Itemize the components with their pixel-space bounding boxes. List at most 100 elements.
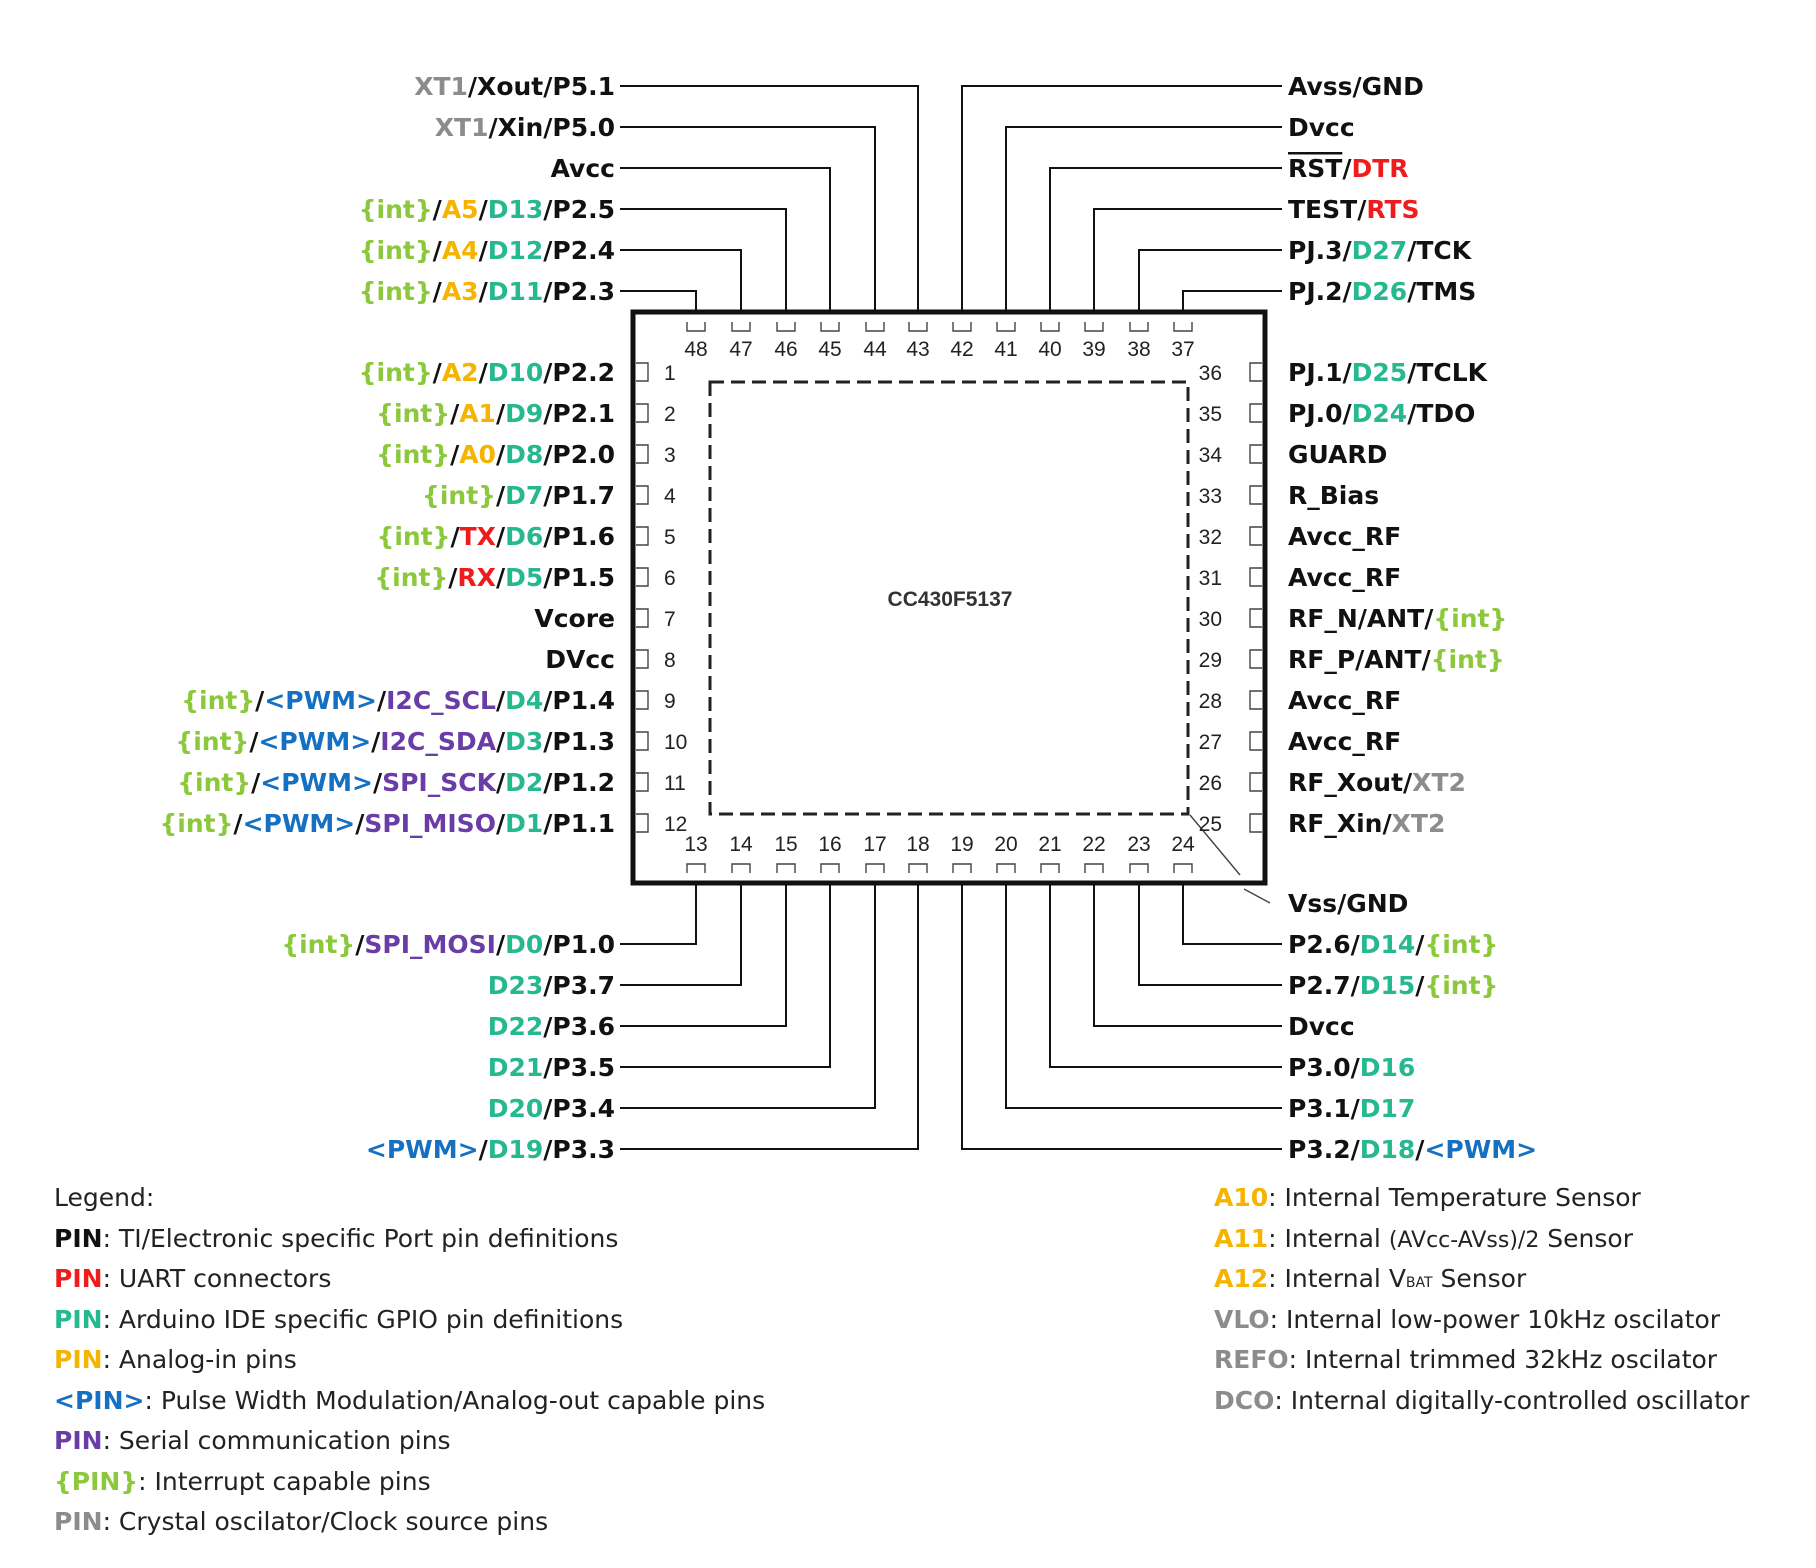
pin-number-28: 28 [1199,690,1222,713]
pin-pad-8 [636,649,649,669]
legend-refo: REFO: Internal trimmed 32kHz oscilator [1214,1340,1749,1381]
pin-number-30: 30 [1199,608,1222,631]
legend-item: {PIN}: Interrupt capable pins [54,1462,765,1503]
legend-a11: A11: Internal (AVcc-AVss)/2 Sensor [1214,1219,1749,1260]
pin-pad-47 [731,322,751,332]
pin-label-34: GUARD [1288,440,1387,469]
pin-number-7: 7 [664,608,676,631]
pin-pad-11 [636,772,649,792]
pin-pad-5 [636,526,649,546]
pin-label-33: R_Bias [1288,481,1379,510]
legend-item-text: : Crystal oscilator/Clock source pins [102,1507,549,1536]
pin-pad-23 [1129,863,1149,873]
lead-20 [1005,883,1282,1109]
pin-number-29: 29 [1199,649,1222,672]
pin-label-14: D23/P3.7 [488,971,615,1000]
pin-number-37: 37 [1171,338,1194,361]
pin-number-39: 39 [1082,338,1105,361]
pin-number-22: 22 [1082,833,1105,856]
lead-19 [961,883,1282,1150]
pin-number-35: 35 [1199,403,1222,426]
pin-number-47: 47 [729,338,752,361]
pin-label-8: DVcc [545,645,615,674]
legend-a11-pre: : Internal [1268,1223,1389,1253]
pin-number-11: 11 [664,772,686,795]
pin-number-16: 16 [818,833,841,856]
lead-39 [1093,208,1282,312]
legend-a10: A10: Internal Temperature Sensor [1214,1178,1749,1219]
pin-number-4: 4 [664,485,676,508]
pin-number-18: 18 [906,833,929,856]
legend-item: PIN: UART connectors [54,1259,765,1300]
pin-pad-45 [820,322,840,332]
lead-41 [1005,126,1282,312]
pin-pad-35 [1249,403,1262,423]
pin-number-25: 25 [1199,813,1222,836]
legend-item: PIN: Serial communication pins [54,1421,765,1462]
lead-47 [620,249,742,312]
pin-label-16: D21/P3.5 [488,1053,615,1082]
chip-body [630,309,1268,886]
legend-item: PIN: Analog-in pins [54,1340,765,1381]
lead-14 [620,883,742,986]
pin-label-22: Dvcc [1288,1012,1355,1041]
pin-number-24: 24 [1171,833,1195,856]
legend-item-key: {PIN} [54,1466,139,1496]
pin-label-44: XT1/Xin/P5.0 [435,113,615,142]
legend-item-key: PIN [54,1345,103,1374]
lead-44 [620,126,876,312]
pin-number-5: 5 [664,526,676,549]
pin-label-30: RF_N/ANT/{int} [1288,604,1507,633]
pin-label-27: Avcc_RF [1288,727,1401,756]
pin-pad-43 [908,322,928,332]
pin-pad-26 [1249,772,1262,792]
pin-number-23: 23 [1127,833,1150,856]
chip-die-outline [708,380,1190,816]
pin-label-36: PJ.1/D25/TCLK [1288,358,1489,387]
lead-16 [620,883,831,1068]
legend-item-text: : Serial communication pins [102,1426,451,1455]
lead-23 [1138,883,1282,986]
legend-item-key: PIN [54,1507,103,1536]
lead-24 [1182,883,1282,945]
legend-a12: A12: Internal VBAT Sensor [1214,1259,1749,1300]
pin-number-38: 38 [1127,338,1150,361]
pin-pad-32 [1249,526,1262,546]
pin-pads [636,322,1262,873]
pin-number-43: 43 [906,338,929,361]
pin-label-ground-pad: Vss/GND [1288,889,1408,918]
pin-label-47: {int}/A4/D12/P2.4 [359,236,615,265]
pin-pad-21 [1040,863,1060,873]
pin-label-7: Vcore [534,604,615,633]
pin-number-19: 19 [950,833,973,856]
pin-pad-13 [686,863,706,873]
legend-item-key: PIN [54,1264,103,1293]
pin-label-37: PJ.2/D26/TMS [1288,277,1476,306]
pin-pad-31 [1249,567,1262,587]
pin-number-21: 21 [1038,833,1061,856]
pin-label-39: TEST/RTS [1288,195,1420,224]
pin-number-17: 17 [863,833,886,856]
pin-label-12: {int}/<PWM>/SPI_MISO/D1/P1.1 [160,809,616,838]
legend-a10-key: A10 [1214,1183,1269,1212]
legend-item: PIN: Crystal oscilator/Clock source pins [54,1502,765,1543]
pin-number-34: 34 [1199,444,1223,467]
lead-45 [620,167,831,312]
legend-item-text: : TI/Electronic specific Port pin defini… [102,1223,619,1253]
pin-label-17: D20/P3.4 [488,1094,615,1123]
pin-label-1: {int}/A2/D10/P2.2 [359,358,615,387]
pin-pad-14 [731,863,751,873]
pin-label-24: P2.6/D14/{int} [1288,930,1498,959]
pin-label-18: <PWM>/D19/P3.3 [366,1135,615,1164]
legend-item-text: : UART connectors [102,1264,332,1293]
pin-number-8: 8 [664,649,676,672]
pin-number-14: 14 [729,833,753,856]
pin-pad-42 [952,322,972,332]
legend-left-items: PIN : TI/Electronic specific Port pin def… [54,1219,765,1543]
pin-label-26: RF_Xout/XT2 [1288,768,1466,797]
pin-number-36: 36 [1199,362,1222,385]
pin-pad-28 [1249,690,1262,710]
lead-46 [620,208,787,312]
